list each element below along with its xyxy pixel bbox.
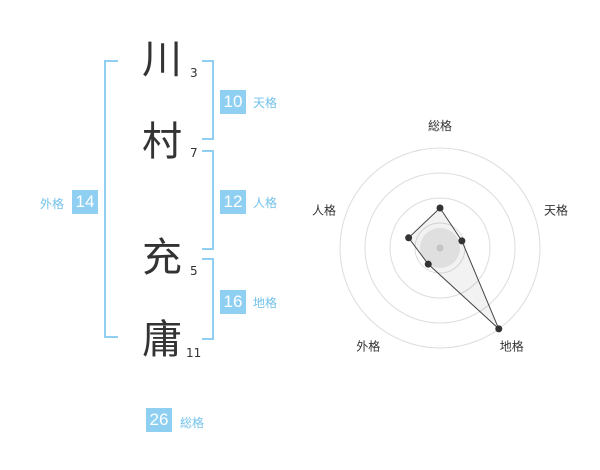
soukaku-label: 総格	[180, 416, 205, 430]
chikaku-bracket	[202, 258, 214, 340]
radar-axis-label-3: 地格	[500, 339, 524, 354]
name-char-4: 庸	[142, 317, 182, 363]
soukaku-value: 26	[146, 408, 172, 432]
name-char-3: 充	[142, 235, 182, 281]
radar-point-3	[495, 325, 503, 333]
chikaku-value: 16	[220, 290, 246, 314]
stroke-count-3: 5	[190, 264, 198, 278]
radar-axis-label-5: 人格	[312, 202, 336, 217]
radar-ring	[364, 172, 516, 324]
gaikaku-value: 14	[72, 190, 98, 214]
radar-series-polygon	[407, 207, 500, 330]
radar-point-5	[405, 234, 413, 242]
name-char-1: 川	[142, 37, 182, 83]
chikaku-label: 地格	[253, 296, 278, 310]
radar-axis-label-2: 天格	[544, 202, 568, 217]
radar-point-4	[424, 260, 432, 268]
jinkaku-value: 12	[220, 190, 246, 214]
stroke-count-2: 7	[190, 146, 198, 160]
stroke-count-1: 3	[190, 66, 198, 80]
tenkaku-value: 10	[220, 90, 246, 114]
tenkaku-label: 天格	[253, 96, 278, 110]
radar-point-1	[436, 204, 444, 212]
gaikaku-bracket	[104, 60, 118, 338]
radar-axis-label-4: 外格	[356, 339, 380, 354]
name-char-2: 村	[142, 119, 182, 165]
jinkaku-bracket	[202, 150, 214, 250]
radar-ring	[389, 197, 491, 299]
radar-center-dot	[436, 244, 444, 252]
gaikaku-label: 外格	[40, 197, 65, 211]
radar-point-2	[458, 237, 466, 245]
jinkaku-label: 人格	[253, 196, 278, 210]
radar-axis-label-1: 総格	[428, 118, 452, 133]
tenkaku-bracket	[202, 60, 214, 140]
stroke-count-4: 11	[186, 346, 202, 360]
radar-ring	[339, 147, 541, 349]
